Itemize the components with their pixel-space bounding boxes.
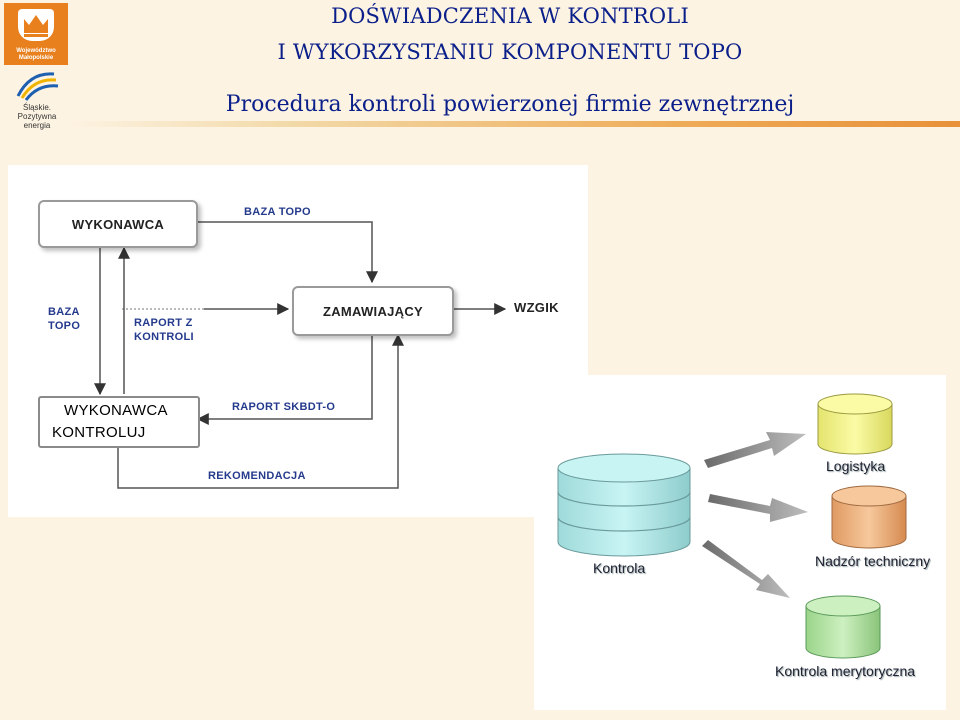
arrow-to-nadzor-icon — [708, 494, 808, 522]
slaskie-swoosh-icon — [16, 72, 59, 101]
node-kontroler: WYKONAWCA KONTROLUJ — [38, 396, 200, 448]
node-kontroler-line1: WYKONAWCA — [64, 402, 168, 419]
label-baza-left-2: TOPO — [48, 320, 81, 332]
caption-logistyka: Logistyka — [826, 458, 886, 474]
node-wykonawca-label: WYKONAWCA — [71, 216, 165, 232]
merytoryczna-database-icon — [805, 595, 881, 659]
malopolskie-logo: Województwo Małopolskie — [4, 3, 68, 65]
label-baza-left-1: BAZA — [48, 306, 80, 318]
node-kontroler-line2: KONTROLUJ — [52, 424, 146, 441]
label-raport-skbdt: RAPORT SKBDT-O — [232, 401, 336, 413]
slaskie-line1: Śląskie. — [22, 103, 51, 112]
caption-nadzor: Nadzór techniczny — [815, 553, 931, 569]
slaskie-line2: Pozytywna energia — [17, 112, 57, 130]
nadzor-database-icon — [831, 485, 907, 549]
node-zamawiajacy-label: ZAMAWIAJĄCY — [322, 303, 424, 319]
page-subtitle: Procedura kontroli powierzonej firmie ze… — [225, 92, 795, 117]
caption-merytoryczna: Kontrola merytoryczna — [775, 663, 916, 679]
crown-crest-icon — [18, 9, 54, 41]
arrow-to-merytoryczna-icon — [702, 540, 790, 598]
slaskie-logo: Śląskie. Pozytywna energia — [4, 68, 68, 130]
arrow-to-logistyka-icon — [704, 432, 806, 468]
label-raport-z-1: RAPORT Z — [134, 317, 193, 329]
edge-baza-topo-top — [196, 221, 378, 284]
node-wykonawca: WYKONAWCA — [38, 200, 198, 248]
malopolskie-logo-text: Województwo Małopolskie — [16, 48, 56, 61]
label-raport-z-2: KONTROLI — [134, 331, 194, 343]
label-baza-topo-top: BAZA TOPO — [244, 206, 311, 218]
label-rekomendacja: REKOMENDACJA — [208, 470, 306, 482]
node-zamawiajacy: ZAMAWIAJĄCY — [292, 286, 454, 336]
title-underline — [68, 121, 960, 127]
edge-rekomendacja — [117, 333, 404, 489]
kontrola-database-icon — [557, 453, 691, 557]
label-wzgik: WZGIK — [514, 300, 559, 315]
logistyka-database-icon — [817, 393, 893, 455]
edge-raport-skbdt — [196, 333, 373, 425]
caption-kontrola: Kontrola — [593, 560, 646, 576]
page-title-line2: I WYKORZYSTANIU KOMPONENTU TOPO — [277, 40, 743, 64]
page-title-line1: DOŚWIADCZENIA W KONTROLI — [331, 4, 689, 28]
logos: Województwo Małopolskie Śląskie. Pozytyw… — [0, 0, 72, 130]
